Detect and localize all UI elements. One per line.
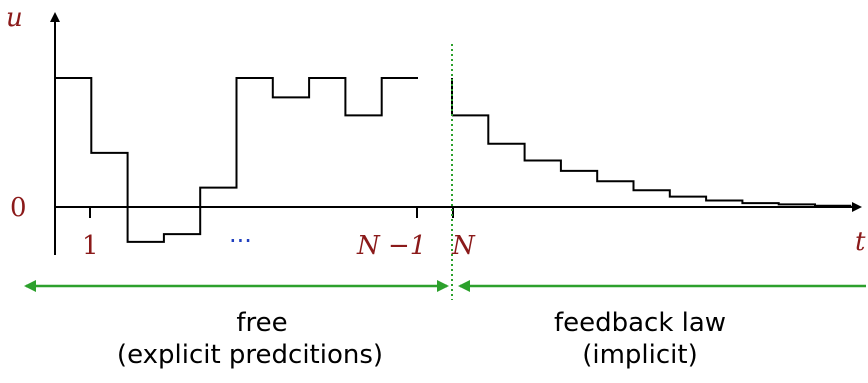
feedback-region-label: feedback law <box>554 308 726 338</box>
tick-label-n: N <box>451 231 476 261</box>
feedback-region-sublabel: (implicit) <box>582 340 698 370</box>
zero-label: 0 <box>10 193 27 223</box>
tick-label-n-minus-1: N −1 <box>356 231 426 261</box>
series-free-step-line <box>55 77 418 243</box>
series-feedback-step-line <box>452 114 852 207</box>
ellipsis-label: ··· <box>229 227 252 255</box>
free-region-sublabel: (explicit predcitions) <box>117 340 383 370</box>
y-axis-label: u <box>6 3 23 33</box>
tick-label-1: 1 <box>82 231 99 261</box>
x-axis-label: t <box>855 227 866 257</box>
free-region-label: free <box>236 308 287 338</box>
